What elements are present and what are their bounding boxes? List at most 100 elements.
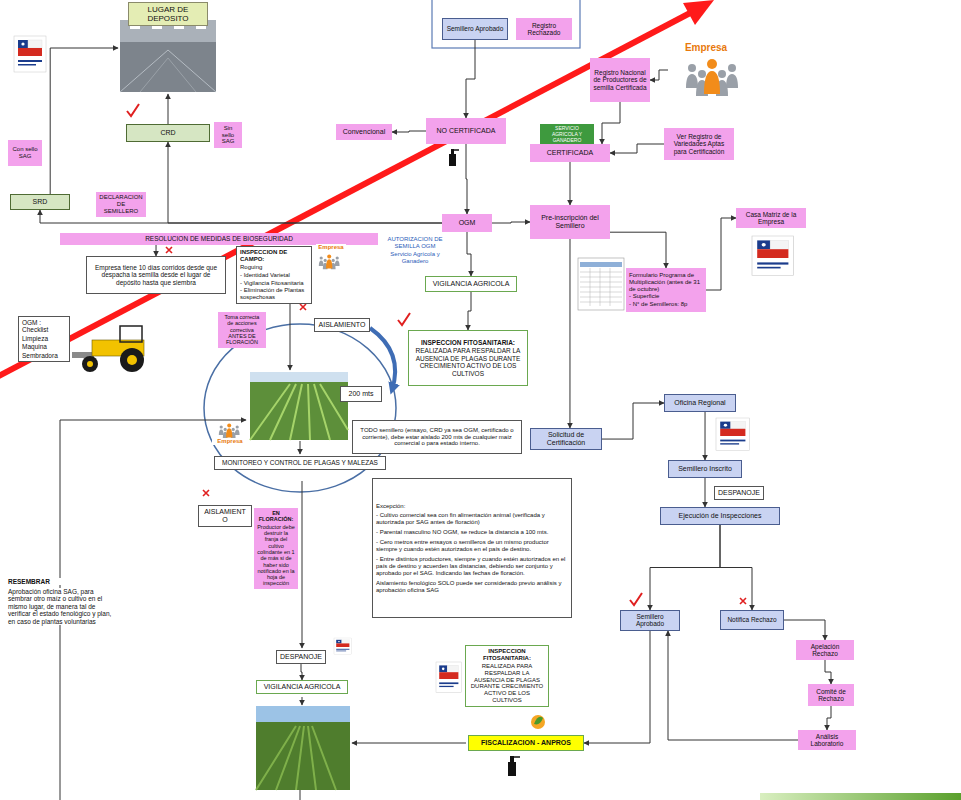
table-thumbnail (580, 268, 622, 306)
people-icon (319, 254, 340, 269)
node-text: OGM : Checklist (22, 319, 66, 334)
node-text: AUTORIZACION DE SEMILLA OGM (385, 236, 445, 250)
node-text: Oficina Regional (668, 399, 732, 407)
node-text: Comité de Rechazo (811, 688, 851, 703)
node-text: SRD (14, 198, 66, 206)
node-text: AISLAMIENTO (202, 508, 248, 524)
process-box: Empresa tiene 10 días corridos desde que… (86, 256, 226, 294)
field-photo (256, 706, 350, 722)
sag-logo (716, 418, 750, 450)
check-mark (398, 313, 410, 325)
cross-mark (203, 490, 209, 496)
strike-arrow (0, 0, 714, 378)
storage-box: CRD (126, 124, 210, 142)
check-mark (630, 593, 642, 605)
node-text: Toma correcta de acciones correctiva ANT… (221, 314, 263, 346)
flow-connector (301, 664, 302, 680)
field-photo (250, 372, 348, 440)
spray-icon (451, 149, 454, 154)
node-text: - Eliminación de Plantas sospechosas (240, 287, 308, 301)
people-icon (219, 423, 240, 438)
process-box: INSPECCION DE CAMPO:Roguing- Identidad V… (236, 246, 312, 304)
cross-mark (166, 247, 172, 253)
flow-connector (668, 631, 798, 740)
inspection-box: VIGILANCIA AGRICOLA (425, 276, 517, 292)
node-text: TODO semillero (ensayo, CRD ya sea OGM, … (356, 427, 518, 448)
sag-logo (752, 236, 794, 276)
node-text: RESOLUCION DE MEDIDAS DE BIOSEGURIDAD (63, 235, 375, 242)
footer-bar (760, 793, 961, 800)
note-box: CERTIFICADA (530, 144, 610, 162)
flow-connector (50, 48, 118, 194)
warehouse-photo (130, 26, 140, 29)
inspection-box: VIGILANCIA AGRICOLA (256, 680, 348, 694)
node-text: REALIZADA PARA RESPALDAR LA AUSENCIA DE … (412, 347, 524, 377)
node-text: Roguing (240, 264, 308, 271)
warehouse-photo (196, 26, 206, 29)
flow-connector (467, 232, 471, 276)
flow-line (290, 304, 291, 370)
footer-bar (760, 793, 961, 800)
node-text: MONITOREO Y CONTROL DE PLAGAS Y MALEZAS (218, 459, 382, 466)
people-icon (219, 423, 240, 438)
node-text: - N° de Semilleros: 8p (629, 301, 703, 308)
node-text: INSPECCION FITOSANITARIA: (469, 648, 545, 662)
sag-logo (436, 662, 462, 693)
note-box: OGM (442, 214, 492, 232)
node-text: Limpieza (22, 335, 66, 342)
node-text: - Identidad Varietal (240, 272, 308, 279)
sag-logo (14, 36, 46, 72)
flow-connector (168, 142, 442, 223)
sag-logo (436, 662, 462, 693)
note-box: Análisis Laboratorio (798, 730, 856, 750)
node-text: SERVICIO AGRICOLA Y GANADERO (543, 126, 591, 143)
flow-connector (720, 525, 752, 610)
process-box: TODO semillero (ensayo, CRD ya sea OGM, … (352, 420, 522, 454)
tractor-picture (127, 355, 137, 365)
agency-tag: SERVICIO AGRICOLA Y GANADERO (540, 124, 594, 145)
note-heading: RESEMBRAR (8, 578, 112, 585)
flow-connector (602, 102, 620, 144)
note-box: Comité de Rechazo (808, 684, 854, 706)
flow-connector (705, 412, 706, 460)
flow-line (300, 790, 301, 800)
warehouse-photo (152, 26, 162, 29)
node-text: Pre-inscripción del Semillero (533, 214, 607, 230)
step-box: Semillero Inscrito (668, 460, 742, 478)
node-text: Notifica Rechazo (724, 616, 780, 623)
step-box: Ejecución de Inspecciones (660, 507, 780, 525)
strike-arrow (683, 0, 714, 25)
authorization-note: AUTORIZACION DE SEMILLA OGMServicio Agrí… (382, 234, 448, 267)
node-text: REALIZADA PARA RESPALDAR LA AUSENCIA DE … (469, 663, 545, 704)
note-box: Con sello SAG (8, 140, 42, 166)
note-box: Registro Rechazado (516, 18, 572, 40)
step-box: Notifica Rechazo (720, 610, 784, 630)
node-text: OGM (445, 219, 489, 227)
node-text: Semillero Aprobado (624, 613, 676, 628)
note-text: Aprobación oficina SAG, para sembrar otr… (8, 588, 114, 625)
storage-box: SRD (10, 194, 70, 210)
flow-connector (650, 525, 720, 610)
node-text: Servicio Agrícola y Ganadero (385, 251, 445, 265)
flow-connector (610, 232, 666, 268)
sag-logo (716, 418, 750, 450)
node-text: Semillero Inscrito (672, 465, 738, 473)
spray-icon (508, 756, 520, 776)
flow-line (352, 743, 466, 744)
process-box: OGM : ChecklistLimpiezaMaquinaSembradora (18, 316, 70, 362)
flow-line (302, 697, 303, 705)
process-box: MONITOREO Y CONTROL DE PLAGAS Y MALEZAS (214, 456, 386, 470)
flow-connector (827, 706, 831, 730)
node-text: Convencional (339, 128, 389, 136)
note-box: Ver Registro de Variedades Aptas para Ce… (664, 128, 734, 160)
field-photo (256, 726, 336, 790)
note-box: Registro Nacional de Productores de semi… (590, 58, 650, 102)
tractor-picture (120, 348, 144, 372)
table-thumbnail (578, 258, 624, 310)
node-text: Excepción: (376, 503, 568, 510)
spray-icon (514, 756, 520, 758)
tractor-picture (87, 361, 93, 367)
node-text: LUGAR DE DEPOSITO (128, 2, 208, 26)
note-box: DECLARACION DE SEMILLERO (96, 192, 146, 217)
